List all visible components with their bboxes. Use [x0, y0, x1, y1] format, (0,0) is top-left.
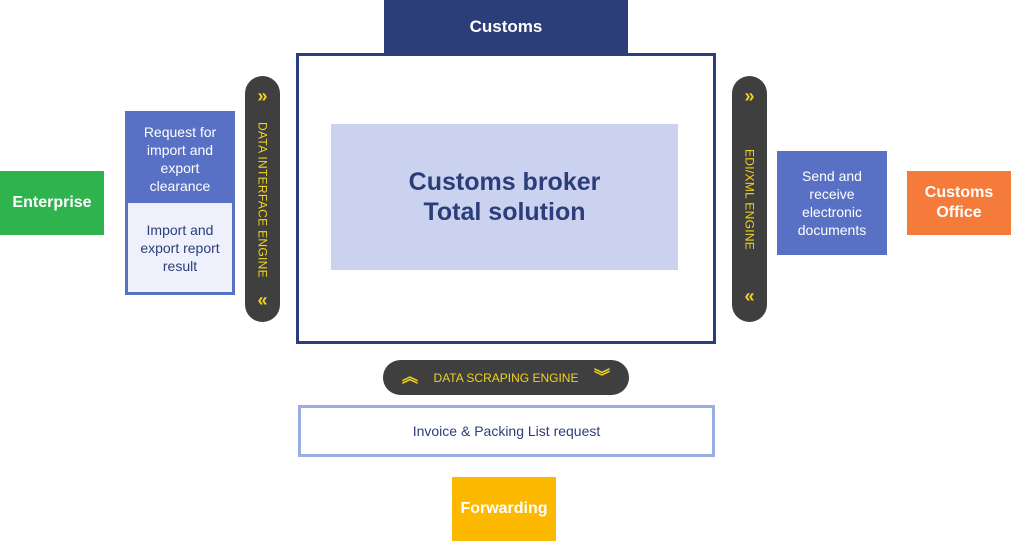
left-engine-chevron-top-icon: » — [245, 86, 280, 106]
central-solution-box: Customs broker Total solution — [331, 124, 678, 270]
central-title-line1: Customs broker — [408, 168, 601, 196]
scraping-chevron-up-glyph: ︽ — [401, 368, 418, 386]
right-engine-chevron-top-glyph: » — [744, 86, 755, 106]
invoice-packing-list-box: Invoice & Packing List request — [298, 405, 715, 457]
data-interface-engine-pill — [245, 76, 280, 322]
edi-xml-engine-pill — [732, 76, 767, 322]
scraping-chevron-down-glyph: ︾ — [593, 368, 610, 386]
send-receive-documents-box: Send and receive electronic documents — [777, 151, 887, 255]
edi-xml-engine-label: EDI/XML ENGINE — [742, 149, 757, 251]
right-engine-chevron-bottom-glyph: « — [744, 286, 755, 306]
customs-office-box: Customs Office — [907, 171, 1011, 235]
right-engine-chevron-top-icon: » — [732, 86, 767, 106]
data-scraping-engine-label: DATA SCRAPING ENGINE — [433, 370, 579, 385]
scraping-chevron-down-icon: ︾ — [590, 360, 614, 395]
data-scraping-engine-pill — [383, 360, 629, 395]
customs-office-line2: Office — [936, 204, 982, 221]
import-export-result: Import and export report result — [140, 221, 220, 274]
data-interface-engine-label-wrap: DATA INTERFACE ENGINE — [245, 120, 280, 280]
import-export-request: Request for import and export clearance — [128, 114, 232, 203]
enterprise-box: Enterprise — [0, 171, 104, 235]
data-interface-engine-label: DATA INTERFACE ENGINE — [255, 122, 270, 278]
central-title-line2: Total solution — [423, 198, 586, 226]
left-engine-chevron-bottom-glyph: « — [257, 290, 268, 310]
right-engine-chevron-bottom-icon: « — [732, 286, 767, 306]
customs-tab: Customs — [384, 0, 628, 54]
customs-office-line1: Customs — [924, 184, 994, 201]
left-engine-chevron-top-glyph: » — [257, 86, 268, 106]
scraping-chevron-up-icon: ︽ — [398, 360, 422, 395]
edi-xml-engine-label-wrap: EDI/XML ENGINE — [732, 120, 767, 280]
left-engine-chevron-bottom-icon: « — [245, 290, 280, 310]
forwarding-box: Forwarding — [452, 477, 556, 541]
